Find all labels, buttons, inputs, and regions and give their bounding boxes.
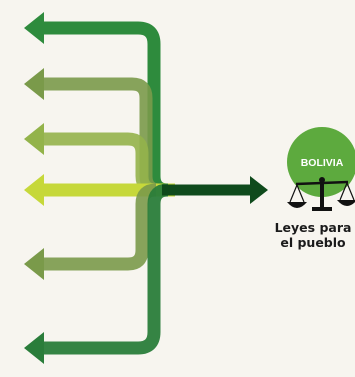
badge-circle [287,127,355,197]
arrowhead-2 [24,68,44,100]
arrow-top [40,21,175,197]
scales-of-justice-icon [287,177,355,211]
caption-line-1: Leyes para [274,220,352,235]
arrowhead-right [250,176,268,204]
arrowhead-5 [24,248,44,280]
caption: Leyes para el pueblo [268,220,355,250]
arrowhead-4 [24,174,44,206]
caption-line-2: el pueblo [280,235,346,250]
arrow-5 [40,183,157,271]
arrowhead-top [24,12,44,44]
arrowhead-3 [24,123,44,155]
arrow-3 [40,132,157,197]
arrowhead-bottom [24,332,44,364]
arrow-bottom [40,183,169,355]
badge-label: BOLIVIA [301,157,344,169]
